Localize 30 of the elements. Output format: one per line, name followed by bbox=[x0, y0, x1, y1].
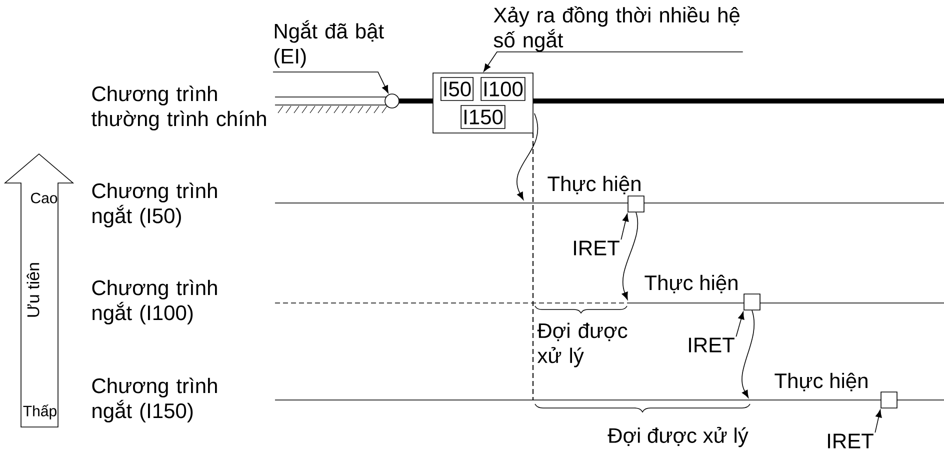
row-label: Chương trình thường trình chính bbox=[92, 86, 266, 130]
priority-label: Cao bbox=[31, 192, 58, 204]
interrupt-label: I100 bbox=[480, 77, 526, 101]
leader-line bbox=[620, 214, 629, 240]
interrupt-label: I50 bbox=[440, 77, 474, 101]
annotation: IRET bbox=[689, 338, 734, 352]
square-marker bbox=[880, 392, 898, 408]
interrupt-label: I150 bbox=[460, 105, 506, 129]
annotation: IRET bbox=[828, 434, 874, 448]
interrupt-box bbox=[432, 72, 534, 134]
annotation: Xảy ra đồng thời nhiều hệ số ngắt bbox=[494, 6, 740, 52]
square-marker bbox=[628, 196, 644, 212]
square-marker bbox=[744, 294, 760, 310]
curved-arrow bbox=[516, 113, 538, 200]
leader-line bbox=[484, 52, 744, 72]
annotation: Ngắt đã bật (EI) bbox=[274, 20, 384, 68]
annotation: Đợi được xử lý bbox=[537, 322, 628, 368]
priority-label: Ưu tiên bbox=[26, 263, 40, 317]
annotation: Đợi được xử lý bbox=[608, 426, 748, 448]
leader-line bbox=[272, 72, 388, 94]
leader-line bbox=[736, 312, 744, 337]
row-label: Chương trình ngắt (I150) bbox=[92, 378, 217, 422]
curved-arrow bbox=[742, 310, 755, 398]
annotation: IRET bbox=[574, 240, 620, 256]
row-label: Chương trình ngắt (I50) bbox=[92, 182, 217, 228]
row-label: Chương trình ngắt (I100) bbox=[92, 280, 217, 324]
circle-marker bbox=[384, 94, 400, 108]
curved-arrow bbox=[622, 212, 638, 300]
leader-line bbox=[874, 410, 882, 433]
priority-label: Thấp bbox=[23, 404, 56, 420]
